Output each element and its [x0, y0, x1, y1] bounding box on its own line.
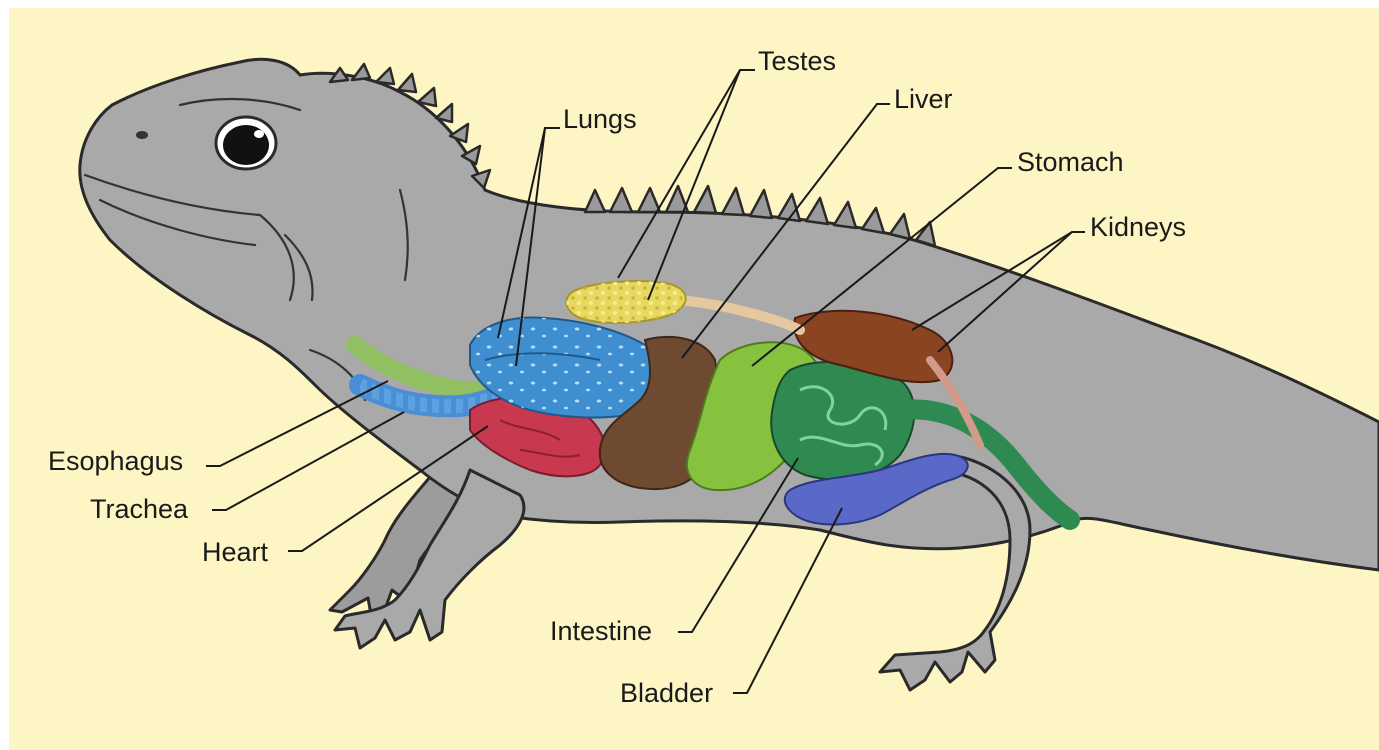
label-esophagus: Esophagus: [48, 446, 183, 476]
label-stomach: Stomach: [1017, 147, 1124, 177]
label-trachea: Trachea: [90, 494, 189, 524]
nostril: [136, 131, 148, 139]
label-heart: Heart: [202, 537, 269, 567]
label-liver: Liver: [894, 84, 953, 114]
label-testes: Testes: [758, 46, 836, 76]
label-kidneys: Kidneys: [1090, 212, 1186, 242]
label-lungs: Lungs: [563, 104, 637, 134]
label-bladder: Bladder: [620, 678, 713, 708]
label-intestine: Intestine: [550, 616, 652, 646]
